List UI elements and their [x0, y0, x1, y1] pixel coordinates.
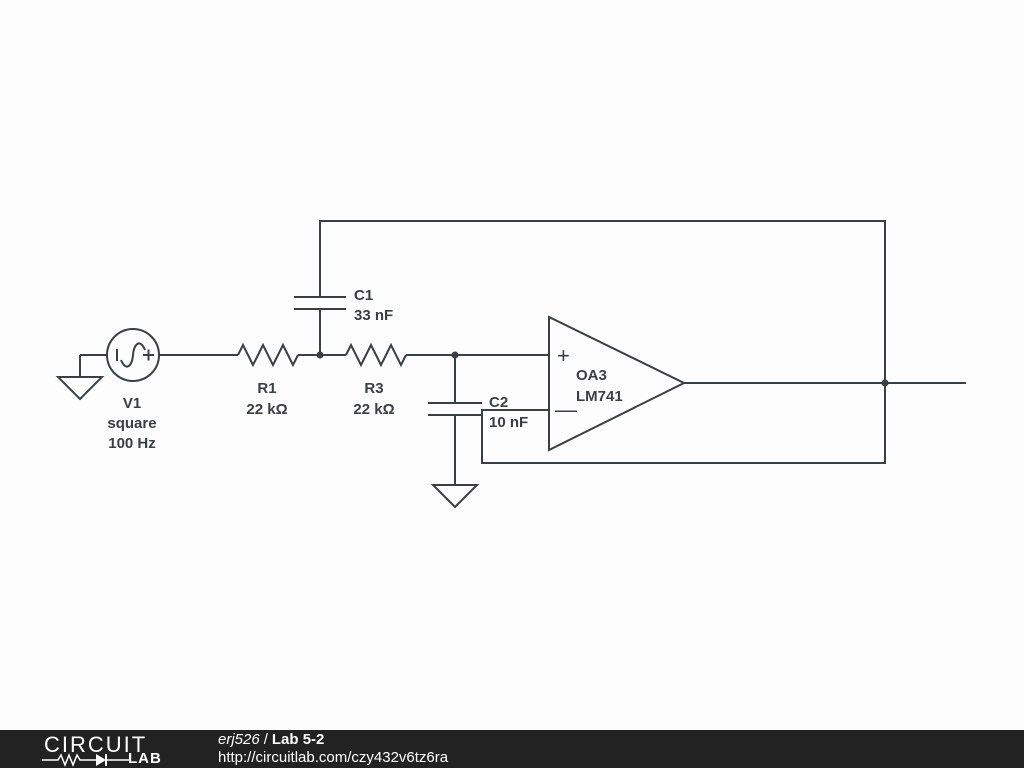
logo-text-lab: LAB: [128, 750, 162, 767]
ground-left: [55, 354, 106, 401]
voltage-source-v1[interactable]: [106, 328, 160, 382]
v1-name: V1: [123, 395, 141, 412]
v1-freq: 100 Hz: [108, 435, 156, 452]
opamp-oa3[interactable]: [548, 315, 687, 452]
c1-value: 33 nF: [354, 307, 393, 324]
circuitlab-logo[interactable]: CIRCUIT LAB: [40, 732, 180, 768]
circuit-title[interactable]: Lab 5-2: [271, 731, 325, 748]
r1-name: R1: [257, 380, 276, 397]
wire-inverting-feedback: [481, 383, 886, 464]
c2-value: 10 nF: [489, 414, 528, 431]
footer-bar: CIRCUIT LAB erj526/Lab 5-2 http://circui…: [0, 730, 1024, 768]
ground-c2: [430, 484, 480, 509]
r3-value: 22 kΩ: [353, 401, 394, 418]
resistor-r1[interactable]: [237, 342, 299, 368]
author-link[interactable]: erj526: [218, 731, 260, 748]
v1-type: square: [107, 415, 156, 432]
capacitor-c1[interactable]: [294, 296, 346, 355]
opamp-name: OA3: [576, 367, 607, 384]
c1-name: C1: [354, 287, 373, 304]
r1-value: 22 kΩ: [246, 401, 287, 418]
wire-feedback-top: [319, 220, 886, 383]
c2-name: C2: [489, 394, 508, 411]
logo-text-circuit: CIRCUIT: [44, 732, 148, 757]
resistor-r3[interactable]: [345, 342, 407, 368]
logo-wire-icon: [42, 752, 130, 768]
opamp-minus-sign: —: [555, 397, 577, 422]
r3-name: R3: [364, 380, 383, 397]
capacitor-c2[interactable]: [428, 355, 482, 485]
circuit-schematic: + — C1 33 nF R1 22 kΩ R3 22 kΩ C2 10 nF …: [55, 220, 966, 509]
circuit-meta: erj526/Lab 5-2 http://circuitlab.com/czy…: [218, 731, 448, 767]
circuit-url[interactable]: http://circuitlab.com/czy432v6tz6ra: [218, 749, 449, 766]
junction-node: [881, 379, 889, 387]
title-separator: /: [263, 731, 268, 748]
opamp-part: LM741: [576, 388, 623, 405]
opamp-plus-sign: +: [557, 343, 570, 368]
